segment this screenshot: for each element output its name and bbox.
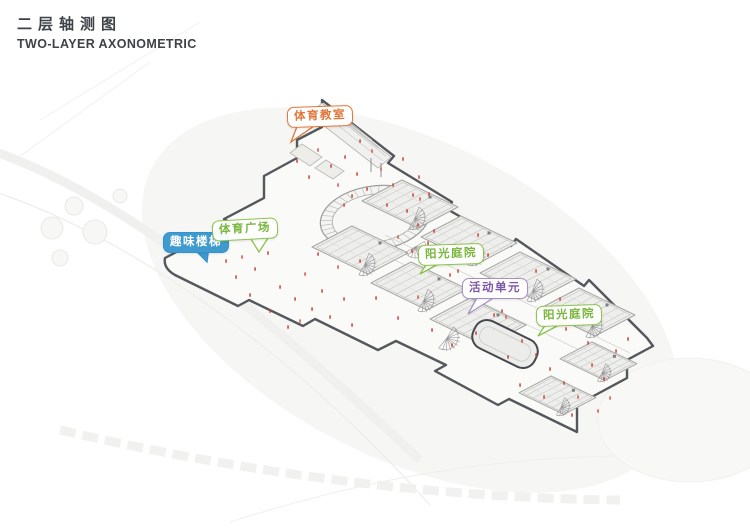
label-sunny-courtyard-1: 阳光庭院	[417, 242, 485, 267]
page-title: 二层轴测图 TWO-LAYER AXONOMETRIC	[17, 13, 197, 51]
title-english: TWO-LAYER AXONOMETRIC	[17, 37, 197, 51]
site-trees	[40, 188, 128, 267]
label-sunny-courtyard-2: 阳光庭院	[535, 303, 603, 328]
label-sports-classroom: 体育教室	[286, 104, 354, 129]
label-activity-unit: 活动单元	[462, 278, 528, 300]
pool-court	[471, 318, 539, 370]
unit-blocks	[311, 179, 638, 417]
title-chinese: 二层轴测图	[17, 16, 123, 33]
label-sports-plaza: 体育广场	[211, 217, 279, 243]
